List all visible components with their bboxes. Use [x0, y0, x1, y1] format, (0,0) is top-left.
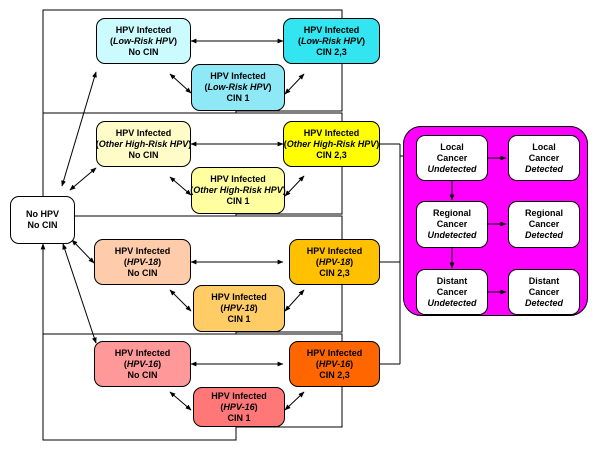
regional-detected-l1: Regional	[524, 208, 563, 218]
oh-cin23-type: Other High-Risk HPV	[286, 138, 377, 149]
hpv18-cin1-stage: CIN 1	[227, 314, 251, 324]
regional-undetected-l3: Undetected	[427, 230, 477, 240]
distant-undetected-l2: Cancer	[436, 286, 468, 297]
hpv18-no-cin-title: HPV Infected	[114, 245, 171, 256]
regional-detected-box: Regional Cancer Detected	[508, 201, 580, 248]
oh-no-cin-title: HPV Infected	[115, 127, 172, 138]
local-detected-l2: Cancer	[528, 152, 560, 163]
regional-undetected-l1: Regional	[432, 208, 471, 218]
local-detected-box: Local Cancer Detected	[508, 135, 580, 181]
oh-cin1-stage: CIN 1	[226, 196, 250, 206]
lr-cin1-type: Low-Risk HPV	[207, 82, 269, 92]
arrow-lr-d2	[284, 73, 305, 95]
arrow-18-d1	[169, 289, 192, 312]
lr-no-cin-stage: No CIN	[128, 46, 159, 57]
oh-cin1-type: Other High-Risk HPV	[193, 185, 283, 195]
distant-detected-l2: Cancer	[528, 286, 560, 297]
hpv16-no-cin-box: HPV Infected (HPV-16) No CIN	[94, 341, 191, 387]
arrow-18-d2	[284, 289, 305, 312]
oh-no-cin-type: Other High-Risk HPV	[98, 138, 189, 149]
lr-cin1-box: HPV Infected (Low-Risk HPV) CIN 1	[191, 64, 285, 111]
hpv16-cin1-type: HPV-16	[223, 401, 255, 412]
local-detected-l1: Local	[532, 141, 556, 152]
regional-detected-l2: Cancer	[528, 219, 560, 229]
arrow-16-d2	[284, 391, 305, 411]
oh-cin1-box: HPV Infected (Other High-Risk HPV) CIN 1	[190, 167, 286, 214]
local-detected-l3: Detected	[524, 163, 563, 174]
distant-detected-l1: Distant	[528, 275, 560, 286]
distant-detected-l3: Detected	[524, 297, 563, 308]
arrow-oh-d2	[284, 175, 305, 197]
regional-detected-l3: Detected	[524, 230, 563, 240]
hpv16-cin1-title: HPV Infected	[211, 390, 267, 401]
distant-undetected-l3: Undetected	[427, 297, 477, 308]
local-undetected-l1: Local	[440, 141, 464, 152]
lr-cin23-type: Low-Risk HPV	[300, 35, 362, 46]
arrow-nohpv-16	[62, 243, 97, 344]
arrow-lr-d1	[169, 73, 192, 94]
arrow-oh-d1	[169, 176, 192, 196]
lr-cin23-title: HPV Infected	[303, 24, 360, 35]
local-undetected-l2: Cancer	[436, 152, 468, 163]
hpv16-cin1-stage: CIN 1	[227, 412, 251, 423]
oh-cin23-box: HPV Infected (Other High-Risk HPV) CIN 2…	[283, 121, 380, 167]
oh-cin1-title: HPV Infected	[210, 174, 266, 184]
hpv16-cin23-title: HPV Infected	[306, 347, 363, 358]
no-hpv-line2: No CIN	[27, 220, 58, 230]
hpv18-cin1-box: HPV Infected (HPV-18) CIN 1	[193, 285, 285, 332]
hpv18-no-cin-stage: No CIN	[127, 267, 158, 278]
distant-undetected-l1: Distant	[436, 275, 468, 286]
no-hpv-box: No HPV No CIN	[10, 196, 75, 244]
lr-cin1-stage: CIN 1	[226, 93, 250, 103]
hpv18-cin1-title: HPV Infected	[211, 292, 267, 302]
oh-cin23-stage: CIN 2,3	[316, 149, 347, 160]
hpv18-cin1-type: HPV-18	[223, 303, 255, 313]
lr-cin23-box: HPV Infected (Low-Risk HPV) CIN 2,3	[283, 18, 380, 64]
hpv16-no-cin-type: HPV-16	[126, 358, 159, 369]
hpv18-cin23-title: HPV Infected	[306, 245, 363, 256]
hpv16-cin23-box: HPV Infected (HPV-16) CIN 2,3	[289, 341, 380, 387]
hpv16-cin23-type: HPV-16	[318, 358, 351, 369]
hpv18-no-cin-box: HPV Infected (HPV-18) No CIN	[94, 239, 191, 285]
local-undetected-l3: Undetected	[427, 163, 477, 174]
distant-undetected-box: Distant Cancer Undetected	[416, 269, 488, 315]
hpv16-no-cin-stage: No CIN	[127, 369, 158, 380]
lr-cin23-stage: CIN 2,3	[316, 46, 347, 57]
arrow-nohpv-oh	[69, 167, 97, 191]
arrow-16-d1	[169, 391, 192, 411]
regional-undetected-box: Regional Cancer Undetected	[416, 201, 488, 248]
hpv18-no-cin-type: HPV-18	[126, 256, 159, 267]
arrow-nohpv-lr	[61, 71, 97, 187]
hpv16-cin23-stage: CIN 2,3	[319, 369, 350, 380]
lr-no-cin-title: HPV Infected	[115, 24, 172, 35]
lr-no-cin-box: HPV Infected (Low-Risk HPV) No CIN	[96, 18, 191, 64]
regional-undetected-l2: Cancer	[436, 219, 468, 229]
hpv18-cin23-box: HPV Infected (HPV-18) CIN 2,3	[289, 239, 380, 285]
hpv18-cin23-type: HPV-18	[318, 256, 351, 267]
hpv16-no-cin-title: HPV Infected	[114, 347, 171, 358]
lr-no-cin-type: Low-Risk HPV	[112, 35, 174, 46]
distant-detected-box: Distant Cancer Detected	[508, 269, 580, 315]
oh-cin23-title: HPV Infected	[303, 127, 360, 138]
hpv16-cin1-box: HPV Infected (HPV-16) CIN 1	[193, 387, 285, 427]
oh-no-cin-box: HPV Infected (Other High-Risk HPV) No CI…	[96, 121, 191, 167]
hpv18-cin23-stage: CIN 2,3	[319, 267, 350, 278]
lr-cin1-title: HPV Infected	[210, 71, 266, 81]
local-undetected-box: Local Cancer Undetected	[416, 135, 488, 181]
no-hpv-line1: No HPV	[25, 209, 59, 219]
oh-no-cin-stage: No CIN	[128, 149, 159, 160]
